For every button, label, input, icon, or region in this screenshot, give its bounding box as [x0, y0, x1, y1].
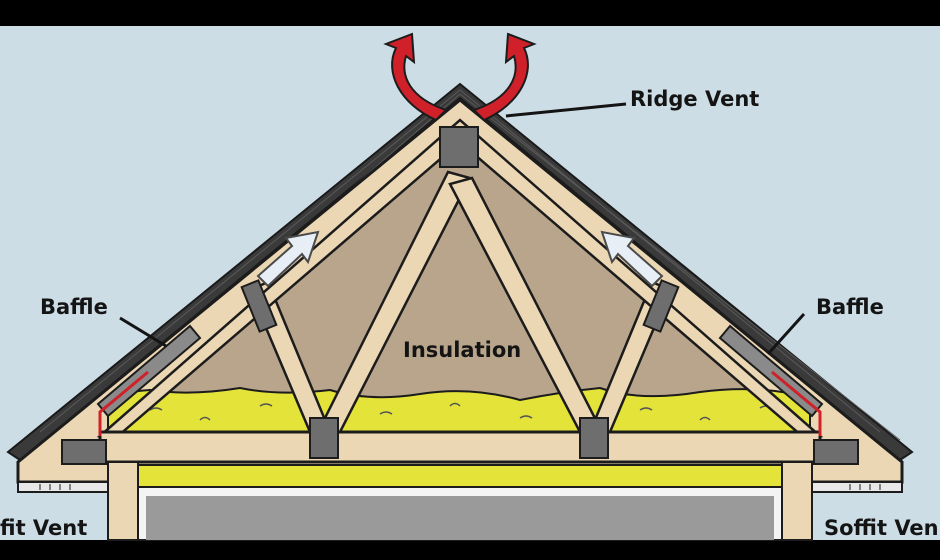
soffit-vent-right [811, 481, 903, 493]
wall-left [107, 461, 139, 541]
baffle-right-leader [766, 312, 806, 356]
baffle-right-label: Baffle [816, 295, 884, 319]
web-plate-right [579, 417, 609, 459]
ridge-airflow-arrows [383, 32, 537, 122]
soffit-vent-left-label: fit Vent [0, 516, 87, 540]
soffit-louvers [39, 484, 881, 490]
ridge-vent-leader [505, 102, 627, 118]
web-plate-left [309, 417, 339, 459]
soffit-block-right [813, 439, 859, 465]
curved-arrow-icon [383, 32, 448, 122]
leader-lines [119, 102, 806, 356]
straight-arrow-icon [600, 230, 664, 288]
soffits [17, 481, 903, 493]
attic-insulation [107, 386, 811, 433]
curved-arrow-icon [472, 32, 537, 122]
baffle-clip-right [642, 279, 680, 333]
soffit-vent-left [17, 481, 109, 493]
room-interior [146, 496, 774, 540]
ridge-vent-label: Ridge Vent [630, 87, 759, 111]
ridge-plate [439, 126, 479, 168]
baffle-seals [98, 370, 822, 436]
soffit-vent-right-label: Soffit Ven [824, 516, 939, 540]
attic-airflow-arrows [256, 230, 664, 288]
baffle-clip-left [240, 279, 278, 333]
baffle-left-label: Baffle [40, 295, 108, 319]
soffit-block-left [61, 439, 107, 465]
straight-arrow-icon [256, 230, 320, 288]
truss-plates [61, 126, 859, 465]
insulation-fibers [149, 402, 773, 421]
baffle-left-leader [119, 316, 167, 348]
wall-right [781, 461, 813, 541]
ceiling-insulation [137, 464, 785, 488]
ceiling-joist [98, 430, 822, 464]
insulation-label: Insulation [403, 338, 521, 362]
